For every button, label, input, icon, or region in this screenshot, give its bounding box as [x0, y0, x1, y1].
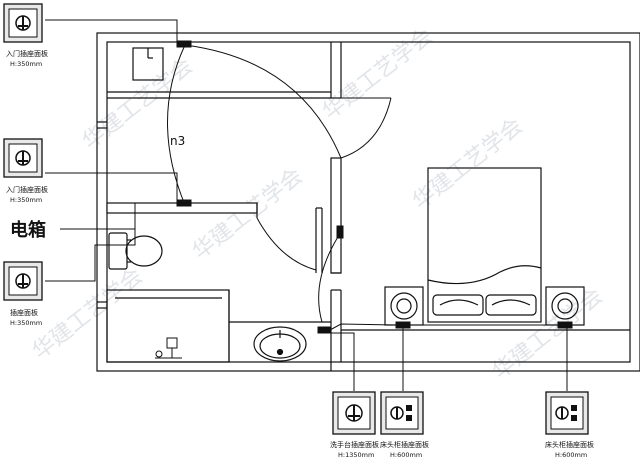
label-bedside-socket-1: 床头柜插座面板	[380, 440, 429, 449]
watermark-text-4: 华建工艺学会	[408, 114, 527, 215]
label-bedside-socket-2: 床头柜插座面板	[545, 440, 594, 449]
bed-frame	[427, 167, 542, 323]
watermark-text-2: 华建工艺学会	[188, 164, 307, 265]
label-circuit-tag: n3	[170, 134, 185, 148]
outer-wall-outline	[96, 32, 640, 372]
label-socket-panel-height: H:350mm	[10, 319, 42, 327]
label-washbasin-socket-height: H:1350mm	[338, 451, 374, 459]
label-socket-entry-1: 入门插座面板	[6, 49, 48, 58]
label-bedside-socket-1-height: H:600mm	[390, 451, 422, 459]
pillow-left	[432, 294, 484, 316]
socket-panel-bedside-2	[545, 391, 589, 435]
corridor-door-arc	[184, 44, 342, 159]
socket-panel-3	[3, 261, 43, 301]
washbasin	[253, 326, 307, 362]
socket-panel-entry-2	[3, 138, 43, 178]
label-socket-entry-2: 入门插座面板	[6, 185, 48, 194]
socket-panel-entry-1	[3, 3, 43, 43]
bathroom-divider-wall	[330, 157, 342, 274]
bed	[427, 167, 542, 323]
label-electric-box: 电箱	[10, 219, 46, 241]
entry-door-arc	[167, 44, 186, 206]
socket-panel-washbasin	[332, 391, 376, 435]
socket-panel-bedside-1	[380, 391, 424, 435]
watermark-text-3: 华建工艺学会	[318, 24, 437, 125]
label-bedside-socket-2-height: H:600mm	[555, 451, 587, 459]
watermark-text-6: 华建工艺学会	[28, 264, 147, 365]
label-socket-entry-2-height: H:350mm	[10, 196, 42, 204]
shower-fixture	[155, 337, 182, 359]
toilet	[108, 232, 163, 270]
pillow-right	[485, 294, 537, 316]
label-socket-entry-1-height: H:350mm	[10, 60, 42, 68]
label-socket-panel: 插座面板	[10, 308, 38, 317]
label-washbasin-socket: 洗手台插座面板	[330, 440, 379, 449]
watermark-text-5: 华建工艺学会	[488, 284, 607, 385]
leader-lines	[45, 19, 568, 391]
bathroom-door-arc	[256, 217, 317, 271]
bedroom-door-arc	[318, 231, 342, 323]
inner-wall-outline	[106, 41, 631, 363]
doors	[167, 44, 392, 323]
